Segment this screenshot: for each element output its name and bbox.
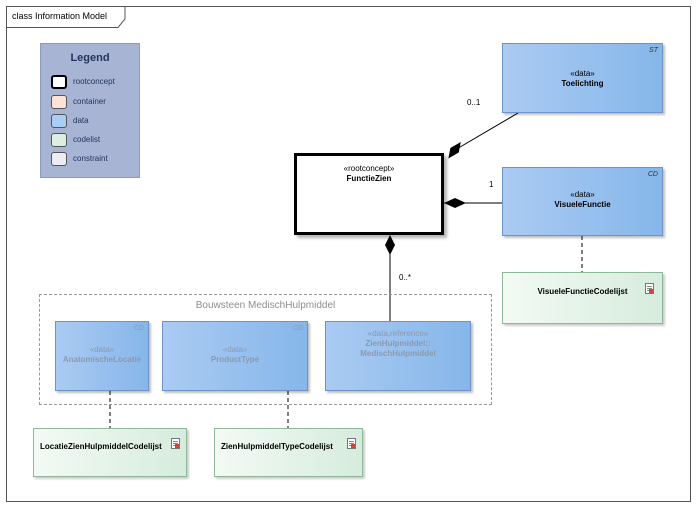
legend-item-data: data (51, 114, 139, 130)
class-name: ZienHulpmiddelTypeCodelijst (221, 442, 333, 451)
multiplicity-medischhulpmiddel: 0..* (399, 273, 412, 282)
frame-tab-outline (6, 6, 126, 28)
tag-label: ST (649, 47, 658, 54)
class-locatiecodelijst[interactable]: LocatieZienHulpmiddelCodelijst (33, 428, 187, 477)
association-toelichting (454, 112, 519, 151)
class-functiezien[interactable]: «rootconcept» FunctieZien (294, 153, 444, 235)
class-visuelefunctie[interactable]: CD «data» VisueleFunctie (502, 167, 663, 236)
legend-label: codelist (73, 135, 101, 144)
package-bouwsteen-medischhulpmiddel: Bouwsteen MedischHulpmiddel (39, 294, 492, 405)
class-typecodelijst[interactable]: ZienHulpmiddelTypeCodelijst (214, 428, 363, 477)
class-name: AnatomischeLocatie (62, 355, 142, 364)
class-name-line1: ZienHulpmiddel:: (365, 339, 431, 348)
composition-diamond-visuelefunctie (444, 198, 466, 208)
class-name: VisueleFunctieCodelijst (537, 287, 628, 296)
diagram-frame (6, 6, 691, 502)
class-producttype[interactable]: CD «data» ProductType (162, 321, 308, 391)
class-visuelefunctiecodelijst[interactable]: VisueleFunctieCodelijst (502, 272, 663, 324)
legend: Legend rootconcept container data codeli… (40, 43, 140, 178)
frame-title: class Information Model (12, 11, 108, 21)
legend-title: Legend (70, 52, 110, 64)
codelist-icon (645, 283, 654, 294)
tag-label: CD (292, 325, 303, 332)
composition-diamond-medischhulpmiddel (385, 235, 395, 255)
package-title: Bouwsteen MedischHulpmiddel (195, 300, 336, 311)
legend-swatch (51, 75, 67, 89)
legend-item-codelist: codelist (51, 133, 139, 149)
codelist-icon (347, 438, 356, 449)
legend-label: rootconcept (73, 77, 115, 86)
legend-label: constraint (73, 154, 108, 163)
legend-item-constraint: constraint (51, 152, 139, 168)
class-name: LocatieZienHulpmiddelCodelijst (40, 442, 162, 451)
class-name: FunctieZien (346, 174, 392, 183)
stereotype-label: «data» (89, 345, 115, 354)
legend-item-container: container (51, 95, 139, 111)
stereotype-label: «data,reference» (367, 329, 429, 338)
class-toelichting[interactable]: ST «data» Toelichting (502, 43, 663, 113)
class-name: VisueleFunctie (554, 200, 611, 209)
stereotype-label: «rootconcept» (343, 164, 395, 173)
legend-swatch (51, 114, 67, 128)
tag-label: CD (647, 171, 658, 178)
composition-diamond-toelichting (448, 142, 461, 159)
tag-label: CD (133, 325, 144, 332)
legend-label: data (73, 116, 89, 125)
stereotype-label: «data» (570, 69, 595, 78)
legend-swatch (51, 133, 67, 147)
class-name: Toelichting (561, 79, 604, 88)
class-medischhulpmiddel[interactable]: «data,reference» ZienHulpmiddel:: Medisc… (325, 321, 471, 391)
class-name: ProductType (210, 355, 260, 364)
stereotype-label: «data» (222, 345, 248, 354)
stereotype-label: «data» (570, 190, 595, 199)
class-name-line2: MedischHulpmiddel (360, 349, 436, 358)
multiplicity-visuelefunctie: 1 (489, 180, 494, 189)
multiplicity-toelichting: 0..1 (467, 98, 481, 107)
legend-label: container (73, 97, 106, 106)
legend-swatch (51, 95, 67, 109)
legend-item-rootconcept: rootconcept (51, 75, 139, 91)
codelist-icon (171, 438, 180, 449)
class-anatomischelocatie[interactable]: CD «data» AnatomischeLocatie (55, 321, 149, 391)
legend-swatch (51, 152, 67, 166)
